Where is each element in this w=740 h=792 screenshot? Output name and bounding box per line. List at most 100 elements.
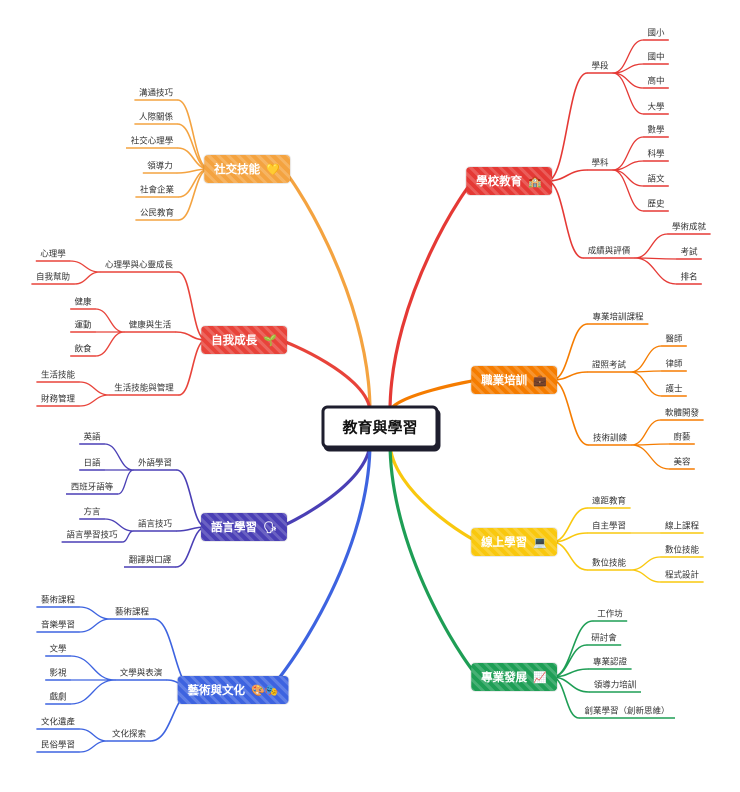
subtopic-growth-1-1[interactable]: 運動 xyxy=(74,320,92,331)
topic-social-4[interactable]: 社會企業 xyxy=(139,185,175,196)
edge-vocational-2 xyxy=(551,379,590,446)
subtopic-arts-0-0[interactable]: 藝術課程 xyxy=(40,595,76,606)
edge-school-2-2 xyxy=(634,257,677,285)
subtopic-vocational-1-1[interactable]: 律師 xyxy=(665,359,683,370)
subtopic-school-1-2[interactable]: 語文 xyxy=(647,174,665,185)
topic-vocational-0[interactable]: 專業培訓課程 xyxy=(592,312,644,323)
subtopic-vocational-2-2[interactable]: 美容 xyxy=(673,457,691,468)
subtopic-language-1-1[interactable]: 語言學習技巧 xyxy=(66,530,118,541)
edge-growth-1-2 xyxy=(95,331,125,357)
topic-social-1[interactable]: 人際關係 xyxy=(138,112,174,123)
topic-social-3[interactable]: 領導力 xyxy=(147,161,173,172)
branch-label: 線上學習 xyxy=(481,535,528,549)
subtopic-school-1-3[interactable]: 歷史 xyxy=(647,199,665,210)
subtopic-school-2-1[interactable]: 考試 xyxy=(680,247,698,258)
subtopic-school-0-3[interactable]: 大學 xyxy=(647,102,665,113)
topic-language-1[interactable]: 語言技巧 xyxy=(137,519,173,530)
topic-social-5[interactable]: 公民教育 xyxy=(139,208,175,219)
edge-arts-2-0 xyxy=(78,728,109,742)
edge-school-0-3 xyxy=(612,72,644,115)
subtopic-language-1-0[interactable]: 方言 xyxy=(83,507,101,518)
topic-growth-1[interactable]: 健康與生活 xyxy=(128,320,172,331)
subtopic-growth-0-0[interactable]: 心理學 xyxy=(40,249,66,260)
topic-arts-1[interactable]: 文學與表演 xyxy=(119,668,163,679)
edge-arts-0-1 xyxy=(78,618,112,633)
trunk-language xyxy=(277,440,372,529)
topic-arts-0[interactable]: 藝術課程 xyxy=(114,607,150,618)
topic-vocational-1[interactable]: 證照考試 xyxy=(591,360,627,371)
topic-professional-2[interactable]: 專業認證 xyxy=(592,657,628,668)
branch-school[interactable]: 學校教育🏫 xyxy=(466,167,552,195)
edge-arts-1-0 xyxy=(70,655,116,681)
topic-growth-2[interactable]: 生活技能與管理 xyxy=(114,383,174,394)
subtopic-vocational-1-2[interactable]: 護士 xyxy=(665,384,683,395)
subtopic-arts-2-0[interactable]: 文化遺產 xyxy=(40,717,76,728)
topic-online-2[interactable]: 數位技能 xyxy=(591,558,627,569)
topic-school-1[interactable]: 學科 xyxy=(591,158,609,169)
subtopic-online-2-1[interactable]: 程式設計 xyxy=(664,570,700,581)
edge-school-0-2 xyxy=(612,72,644,89)
subtopic-arts-1-1[interactable]: 影視 xyxy=(49,668,67,679)
subtopic-language-0-1[interactable]: 日語 xyxy=(83,458,101,469)
subtopic-growth-2-1[interactable]: 財務管理 xyxy=(40,394,76,405)
topic-growth-0[interactable]: 心理學與心靈成長 xyxy=(104,260,174,271)
subtopic-language-0-2[interactable]: 西班牙語等 xyxy=(70,482,114,493)
subtopic-school-2-2[interactable]: 排名 xyxy=(680,272,698,283)
branch-label: 專業發展 xyxy=(481,670,528,684)
topic-language-0[interactable]: 外語學習 xyxy=(137,458,173,469)
subtopic-school-1-1[interactable]: 科學 xyxy=(647,149,665,160)
edge-school-1-0 xyxy=(612,136,644,171)
trunk-social xyxy=(280,167,372,414)
subtopic-vocational-2-1[interactable]: 廚藝 xyxy=(673,432,691,443)
subtopic-school-0-2[interactable]: 高中 xyxy=(647,76,665,87)
topic-school-0[interactable]: 學段 xyxy=(591,61,609,72)
branch-vocational[interactable]: 職業培訓💼 xyxy=(471,366,557,394)
subtopic-school-0-1[interactable]: 國中 xyxy=(647,52,665,63)
trunk-arts xyxy=(266,440,372,692)
subtopic-school-2-0[interactable]: 學術成就 xyxy=(671,222,707,233)
topic-school-2[interactable]: 成績與評價 xyxy=(587,246,631,257)
branch-language[interactable]: 語言學習🗣 xyxy=(201,513,287,541)
edge-school-1 xyxy=(546,169,588,182)
topic-professional-1[interactable]: 研討會 xyxy=(591,633,617,644)
edge-arts-2-1 xyxy=(78,740,109,753)
topic-social-2[interactable]: 社交心理學 xyxy=(130,136,174,147)
topic-vocational-2[interactable]: 技術訓練 xyxy=(592,433,628,444)
palette-masks-icon: 🎨🎭 xyxy=(251,683,279,697)
edge-language-0-2 xyxy=(117,469,135,495)
trunk-school xyxy=(388,179,476,414)
subtopic-vocational-2-0[interactable]: 軟體開發 xyxy=(664,408,700,419)
topic-language-2[interactable]: 翻譯與口譯 xyxy=(128,555,172,566)
topic-professional-3[interactable]: 領導力培訓 xyxy=(593,680,637,691)
subtopic-arts-1-2[interactable]: 戲劇 xyxy=(49,692,67,703)
subtopic-growth-2-0[interactable]: 生活技能 xyxy=(40,370,76,381)
topic-professional-0[interactable]: 工作坊 xyxy=(597,609,623,620)
subtopic-online-1-0[interactable]: 線上課程 xyxy=(664,521,700,532)
root-topic[interactable]: 教育與學習 xyxy=(321,405,439,449)
topic-professional-4[interactable]: 創業學習（創新思維） xyxy=(584,706,670,717)
topic-arts-2[interactable]: 文化探索 xyxy=(111,729,147,740)
subtopic-growth-0-1[interactable]: 自我幫助 xyxy=(35,272,71,283)
subtopic-arts-1-0[interactable]: 文學 xyxy=(49,644,67,655)
trunk-growth xyxy=(277,338,372,414)
subtopic-growth-1-0[interactable]: 健康 xyxy=(74,297,92,308)
subtopic-school-0-0[interactable]: 國小 xyxy=(647,28,665,39)
subtopic-arts-2-1[interactable]: 民俗學習 xyxy=(40,740,76,751)
branch-professional[interactable]: 專業發展📈 xyxy=(471,663,557,691)
speaking-head-icon: 🗣 xyxy=(263,520,277,534)
subtopic-vocational-1-0[interactable]: 醫師 xyxy=(665,334,683,345)
subtopic-school-1-0[interactable]: 數學 xyxy=(647,125,665,136)
topic-online-1[interactable]: 自主學習 xyxy=(591,521,627,532)
subtopic-arts-0-1[interactable]: 音樂學習 xyxy=(40,620,76,631)
branch-online[interactable]: 線上學習💻 xyxy=(471,528,557,556)
topic-social-0[interactable]: 溝通技巧 xyxy=(138,88,174,99)
topic-online-0[interactable]: 遠距教育 xyxy=(591,496,627,507)
branch-social[interactable]: 社交技能💛 xyxy=(204,155,290,183)
branch-arts[interactable]: 藝術與文化 🎨🎭 xyxy=(177,676,289,704)
edge-professional-1 xyxy=(551,644,588,678)
branch-label: 藝術與文化 xyxy=(187,683,246,697)
subtopic-growth-1-2[interactable]: 飲食 xyxy=(74,344,92,355)
subtopic-language-0-0[interactable]: 英語 xyxy=(83,432,101,443)
subtopic-online-2-0[interactable]: 數位技能 xyxy=(664,545,700,556)
branch-growth[interactable]: 自我成長🌱 xyxy=(201,326,287,354)
